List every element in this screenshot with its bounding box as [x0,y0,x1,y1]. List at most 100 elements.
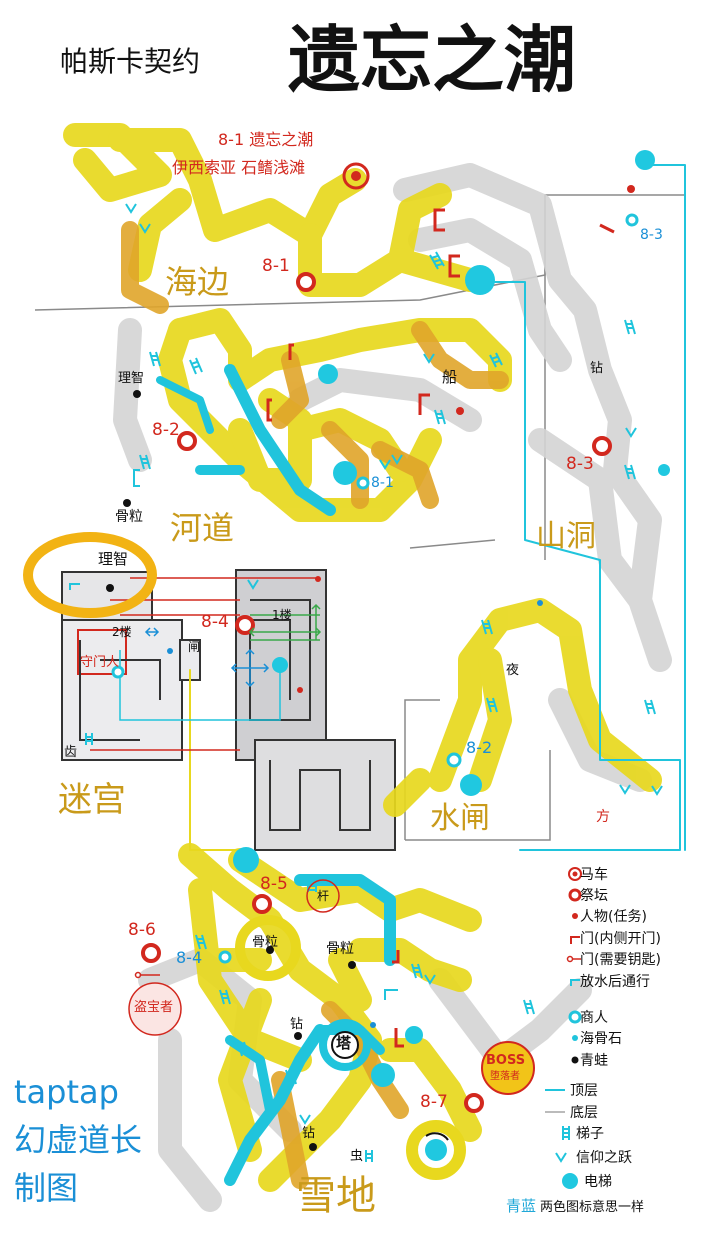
elevator-icon [318,364,338,384]
legend-bottom-layer: 底层 [570,1105,598,1121]
reason-label: 理智 [98,550,129,568]
region-seaside: 海边 [165,263,230,301]
legend-merchant: 商人 [580,1010,608,1026]
merchant-icons [111,213,639,964]
merchant-icon [446,752,462,768]
green-arrows [248,603,322,640]
legend-npc: 人物(任务) [580,909,647,925]
tower-label: 塔 [336,1034,352,1052]
altar-icon [592,436,612,456]
treasure-thief-label: 盗宝者 [134,1000,174,1015]
bug-label: 虫 [350,1149,364,1164]
start-location-line2: 伊西索亚 石鳍浅滩 [172,158,306,177]
elevator-icon [371,1063,395,1087]
altar-icon [177,431,197,451]
legend-note: 青蓝 两色图标意思一样 [506,1194,644,1216]
legend-elevator: 电梯 [584,1174,612,1190]
elevator-icon [460,774,482,796]
legend-top-layer: 顶层 [570,1083,598,1099]
altar-label-8-4: 8-4 [201,612,229,632]
bone-label: 骨粒 [252,935,279,950]
credit-line3: 制图 [14,1169,79,1207]
floor-2-label: 2楼 [112,625,132,639]
legend-ladder: 梯子 [576,1126,604,1142]
elevator-icon [233,847,259,873]
merchant-label-8-3: 8-3 [640,227,663,243]
highlight-circle [23,532,157,618]
elevator-icon [405,1026,423,1044]
region-snow: 雪地 [296,1173,376,1219]
legend-altar: 祭坛 [580,888,608,904]
region-cave: 山洞 [536,519,596,554]
altar-icon [464,1093,484,1113]
legend-frog: 青蛙 [580,1053,608,1069]
altar-label-8-3: 8-3 [566,454,594,474]
elevator-icon [635,150,655,170]
night-label: 夜 [506,663,520,678]
faith-leap-icons [125,203,663,1125]
merchant-label-8-2: 8-2 [466,738,493,757]
elevator-icon [465,265,495,295]
region-sluice: 水闸 [430,801,490,836]
merchant-icon [625,213,639,227]
drill-label: 钻 [302,1126,316,1141]
door-icons [266,208,615,1048]
merchant-label-8-1: 8-1 [371,475,394,491]
elevator-icon [333,461,357,485]
page-title: 遗忘之潮 [288,18,577,102]
tooth-label: 齿 [64,745,78,760]
drain-icons [69,469,398,1000]
gate-label: 闸 [188,640,201,654]
region-river: 河道 [170,509,235,547]
legend-door-key: 门(需要钥匙) [580,952,661,968]
altar-label-8-7: 8-7 [420,1092,448,1112]
merchant-icon [218,950,232,964]
seabone-icons [167,600,543,1028]
maze-arrows [144,627,270,688]
start-location-line1: 8-1 遗忘之潮 [218,130,314,149]
floor-1-label: 1楼 [272,608,292,622]
legend-note-blue: 青蓝 [506,1196,537,1215]
region-maze: 迷宫 [58,780,126,820]
bottom-layer-paths [113,163,672,1212]
altar-icon [296,272,316,292]
altar-icon [141,943,161,963]
legend-symbols [545,867,582,1189]
pole-label: 杆 [317,889,330,903]
top-layer-paths [156,164,686,1186]
drill-label: 钻 [590,361,604,376]
legend-carriage: 马车 [580,867,608,883]
square-label: 方 [596,809,610,825]
reason-label: 理智 [118,371,145,386]
gatekeeper-label: 守门人 [80,655,120,670]
frog-icons [106,390,356,1151]
altar-label-8-6: 8-6 [128,920,156,940]
boss-label: BOSS [486,1053,526,1068]
credit-line2: 幻虚道长 [14,1121,143,1159]
altar-icons [141,272,612,1113]
legend-seabone: 海骨石 [580,1031,622,1047]
elevator-icon [425,1139,447,1161]
snow-rings [128,879,535,1180]
merchant-label-8-4: 8-4 [176,948,203,967]
elevator-icon [658,464,670,476]
ladder-icons [85,251,656,1162]
legend-note-rest: 两色图标意思一样 [540,1199,645,1215]
legend-door-inner: 门(内侧开门) [580,931,661,947]
legend-drain: 放水后通行 [580,974,650,990]
bone-label: 骨粒 [115,509,143,525]
altar-label-8-1: 8-1 [262,256,290,276]
boss-name-label: 堕落者 [490,1071,520,1082]
drill-label: 钻 [290,1017,304,1032]
carriage-icon [342,162,370,190]
game-name: 帕斯卡契约 [60,45,201,78]
credit-line1: taptap [14,1073,119,1111]
elevator-icon [272,657,288,673]
altar-label-8-2: 8-2 [152,420,180,440]
legend-faith-leap: 信仰之跃 [576,1150,632,1166]
bone-label: 骨粒 [326,941,354,957]
elevator-icons [233,150,670,1161]
merchant-icon [111,665,125,679]
altar-icon [252,894,272,914]
